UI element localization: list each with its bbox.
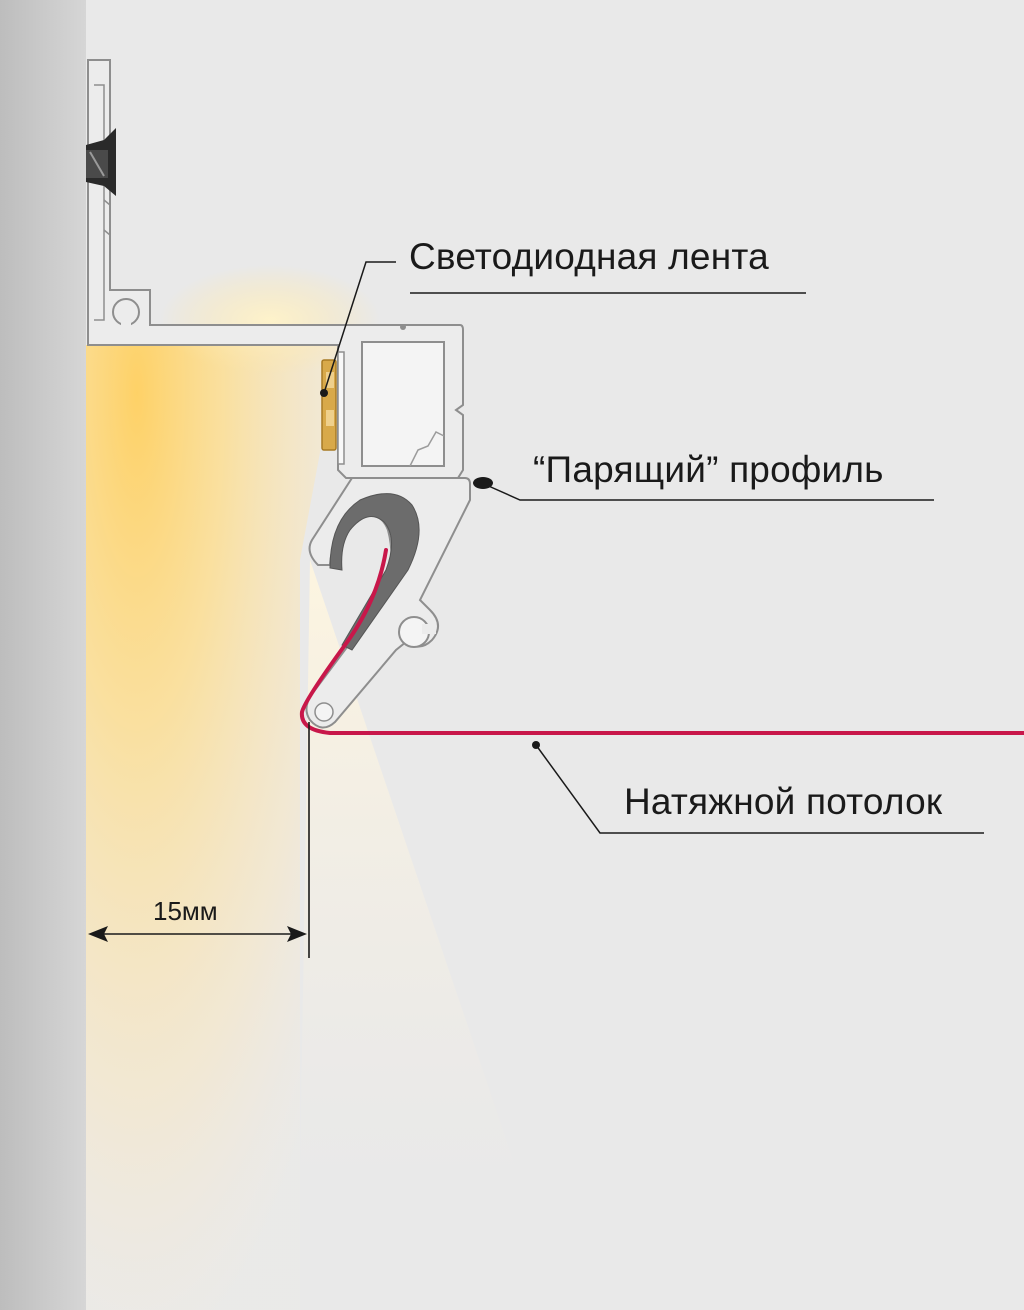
gap-dimension: [88, 722, 310, 958]
profile-notch: [400, 324, 406, 330]
wall-mount-details: [94, 84, 111, 321]
led-strip: [321, 351, 345, 465]
mount-clip-gap: [121, 312, 131, 328]
leader-dot-floating-profile: [473, 477, 493, 489]
wall-dowel: [86, 128, 116, 196]
profile-chamber: [361, 341, 445, 467]
leader-dot-stretch-ceiling: [532, 741, 540, 749]
leader-led-strip: [323, 261, 806, 394]
leader-floating-profile: [483, 483, 934, 501]
wall: [0, 0, 86, 1310]
label-led-strip: Светодиодная лента: [409, 236, 769, 277]
leader-stretch-ceiling: [535, 744, 984, 834]
label-stretch-ceiling: Натяжной потолок: [624, 781, 943, 822]
label-floating-profile: “Парящий” профиль: [533, 449, 884, 490]
leader-dot-led-strip: [320, 389, 328, 397]
harpoon-insert: [329, 493, 420, 651]
light-beam: [300, 560, 520, 1180]
light-glow: [86, 345, 340, 1310]
chamber-crack: [409, 431, 445, 467]
label-gap-dimension: 15мм: [153, 896, 218, 926]
harpoon-channel: [305, 477, 471, 729]
led-halo: [160, 265, 380, 375]
